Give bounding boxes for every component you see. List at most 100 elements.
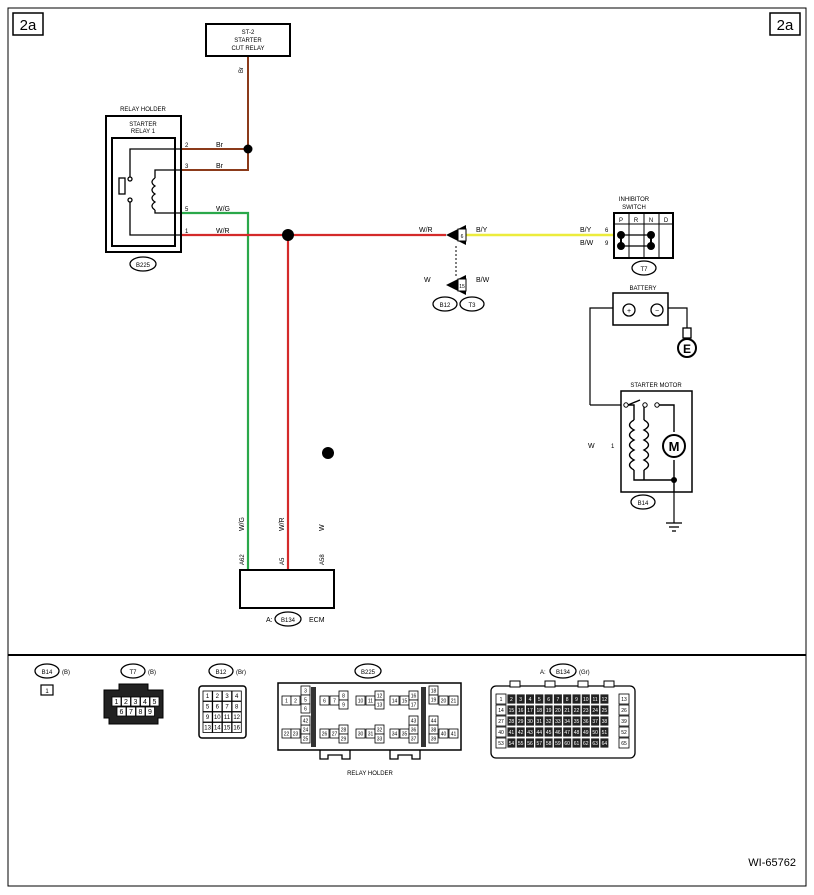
- connector-pin: 5: [300, 694, 311, 705]
- splice-br: [243, 144, 253, 154]
- connector-pin-number: 43: [411, 718, 417, 724]
- connector-pin-number: 3: [225, 694, 229, 700]
- connector-pin: 2: [212, 690, 223, 702]
- connector-pin: 31: [365, 728, 376, 739]
- connector-pin: 37: [590, 715, 600, 727]
- connector-pin-number: 44: [431, 718, 437, 724]
- battery-minus-terminal: −: [655, 308, 659, 315]
- battery: BATTERY + − E: [612, 286, 697, 358]
- wire-battery-minus: [668, 307, 688, 328]
- connector-pin: 2: [121, 696, 131, 707]
- connector-pin-number: 3: [304, 688, 307, 694]
- ground-icon: [666, 522, 682, 532]
- ground-e-text: E: [683, 342, 691, 356]
- connector-pin: 16: [515, 704, 526, 716]
- connector-pin: 6: [116, 706, 127, 717]
- connector-pin: 32: [374, 724, 385, 735]
- connector-tag-b12-text: B12: [440, 303, 451, 309]
- connector-pin: 60: [562, 737, 572, 749]
- connector-pin-number: 2: [216, 694, 220, 700]
- connector-pin: 8: [562, 693, 572, 705]
- starter-relay-line1: STARTER: [129, 122, 157, 128]
- connector-pin: 41: [506, 726, 517, 738]
- connector-pin-number: 33: [555, 719, 561, 725]
- inhibitor-wire-bw: B/W: [580, 240, 594, 247]
- connector-pin-number: 28: [509, 719, 515, 725]
- connector-pin: 4: [525, 693, 535, 705]
- connector-pin-number: 28: [341, 727, 347, 733]
- junction-pin-15: 15: [459, 284, 465, 290]
- connector-pin-number: 9: [148, 709, 152, 716]
- connector-pin: 34: [389, 728, 400, 739]
- connector-pin: 3: [130, 696, 141, 707]
- relay-pin-5: 5: [185, 207, 189, 213]
- connector-pin: 8: [338, 690, 349, 701]
- connector-pin-number: 54: [509, 741, 515, 747]
- inhibitor-wire-by: B/Y: [580, 227, 592, 234]
- connector-tag-t7: [631, 260, 657, 276]
- ecm-pin-a58: A58: [320, 554, 326, 565]
- connector-pin: 2: [506, 693, 517, 705]
- connector-pin-number: 10: [583, 697, 589, 703]
- connector-pin: 48: [571, 726, 582, 738]
- connector-pin: 13: [618, 693, 630, 705]
- connector-pin-number: 56: [527, 741, 533, 747]
- connector-pin: 17: [408, 699, 419, 710]
- connector-pin: 15: [221, 722, 232, 733]
- connector-pin: 39: [618, 715, 630, 727]
- connector-pin: 7: [126, 706, 136, 717]
- ecm-wire-w: W: [319, 524, 326, 531]
- connector-pin: 3: [515, 693, 526, 705]
- connector-pin: 17: [525, 704, 535, 716]
- connector-pin-number: 13: [621, 697, 627, 703]
- connector-pin: 23: [290, 728, 301, 739]
- ecm-pin-a62: A62: [240, 554, 246, 565]
- connector-pin-number: 7: [129, 709, 133, 716]
- connector-pin-number: 44: [537, 730, 543, 736]
- ecm-label: ECM: [309, 617, 325, 624]
- cv-b225-name: B225: [361, 670, 376, 676]
- connector-pin: 13: [202, 722, 213, 733]
- connector-pin-number: 14: [214, 726, 221, 732]
- connector-pin-number: 25: [303, 736, 309, 742]
- connector-pin-number: 39: [621, 719, 627, 725]
- connector-pin: 7: [329, 695, 340, 706]
- connector-pin-number: 21: [451, 698, 457, 704]
- connector-pin-number: 36: [583, 719, 589, 725]
- st2-wire-label: Br: [239, 67, 245, 73]
- connector-pin: 32: [543, 715, 554, 727]
- connector-pin: 53: [495, 737, 507, 749]
- wire-label-br-1: Br: [216, 142, 224, 149]
- connector-pin: 25: [599, 704, 610, 716]
- connector-pin: 55: [515, 737, 526, 749]
- connector-pin: 31: [534, 715, 545, 727]
- connector-pin-number: 37: [592, 719, 598, 725]
- connector-pin: 18: [428, 685, 439, 696]
- connector-pin: 33: [553, 715, 563, 727]
- connector-pin-number: 40: [441, 731, 447, 737]
- relay-holder: RELAY HOLDER STARTER RELAY 1 2 3 5 1 Br …: [105, 107, 230, 272]
- connector-pin-number: 51: [602, 730, 608, 736]
- page-tag-right: 2a: [769, 12, 801, 36]
- relay-coil-switch: [118, 148, 181, 236]
- connector-pin: 12: [599, 693, 610, 705]
- connector-pin-number: 42: [303, 718, 309, 724]
- connector-tag-b225-text: B225: [136, 263, 151, 269]
- relay-pin-2: 2: [185, 143, 189, 149]
- connector-pin: 22: [571, 704, 582, 716]
- connector-pin-number: 8: [566, 697, 569, 703]
- st2-line3: CUT RELAY: [231, 46, 264, 52]
- connector-pin: 12: [374, 690, 385, 701]
- connector-pin-number: 3: [134, 699, 138, 706]
- connector-pin-number: 7: [333, 698, 336, 704]
- connector-pin-number: 24: [592, 708, 598, 714]
- connector-pin-number: 9: [575, 697, 578, 703]
- connector-pin-number: 45: [546, 730, 552, 736]
- cv-b134-color: (Gr): [579, 670, 590, 676]
- connector-pin: 57: [534, 737, 545, 749]
- connector-pin: 24: [590, 704, 600, 716]
- connector-pin-number: 7: [557, 697, 560, 703]
- connector-pin-number: 14: [392, 698, 398, 704]
- connector-pin-number: 35: [402, 731, 408, 737]
- connector-pin-number: 6: [547, 697, 550, 703]
